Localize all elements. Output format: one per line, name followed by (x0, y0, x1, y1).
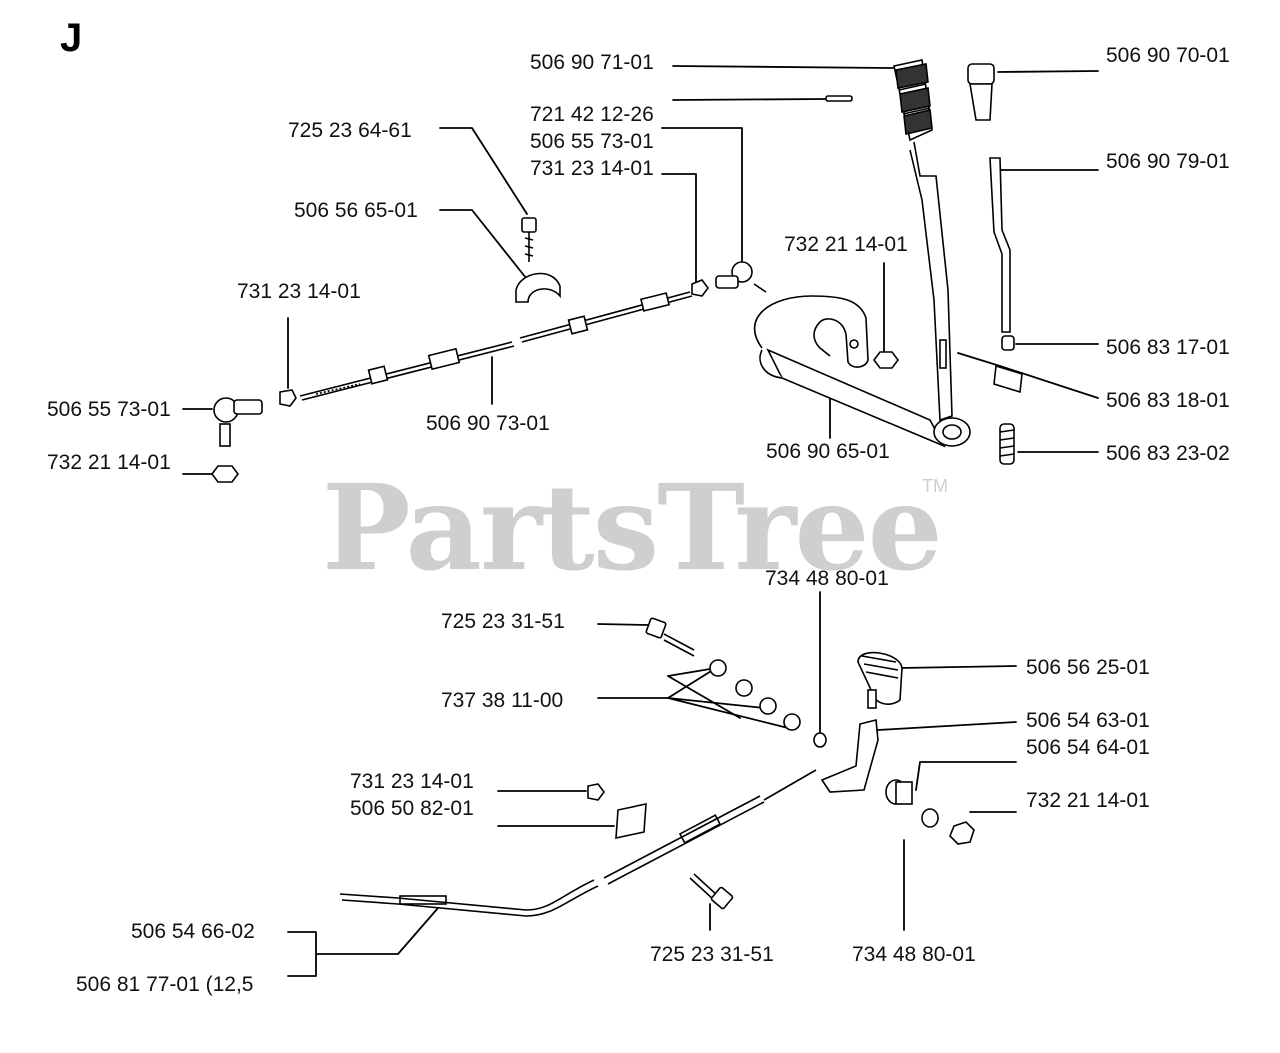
part-label-732211401-right[interactable]: 732 21 14-01 (1026, 789, 1150, 812)
part-label-506557301-top[interactable]: 506 55 73-01 (530, 130, 654, 153)
washer-734-top-part (813, 732, 827, 748)
ball-joint-top-part (715, 261, 767, 293)
bolt-top-part (645, 617, 695, 657)
leader-bracket (287, 931, 317, 977)
part-label-506557301-left[interactable]: 506 55 73-01 (47, 398, 171, 421)
watermark-text: PartsTree (322, 458, 943, 597)
leader-506907001 (997, 70, 1099, 73)
leader-506566501 (439, 209, 531, 284)
cable-upper-part (299, 291, 693, 401)
clip-part (1001, 335, 1015, 351)
part-label-734488001-top[interactable]: 734 48 80-01 (765, 567, 889, 590)
leader-725236461 (439, 127, 528, 215)
leader-725233151-top (597, 623, 649, 626)
part-label-506831701[interactable]: 506 83 17-01 (1106, 336, 1230, 359)
leader-506557301-top (661, 127, 743, 267)
part-label-725233151-bottom[interactable]: 725 23 31-51 (650, 943, 774, 966)
ball-joint-left-part (213, 397, 263, 447)
rod-right-part (989, 157, 1011, 333)
part-label-506907001[interactable]: 506 90 70-01 (1106, 44, 1230, 67)
part-label-731231401-top[interactable]: 731 23 14-01 (530, 157, 654, 180)
part-label-506817701[interactable]: 506 81 77-01 (12,5 (76, 973, 254, 996)
nut-cable-top-part (691, 279, 709, 297)
nut-left-bottom-part (211, 465, 239, 483)
leader-731231401-top (661, 173, 697, 285)
cable-lower-part (339, 769, 817, 917)
leader-506546301 (877, 721, 1017, 731)
part-label-506907101[interactable]: 506 90 71-01 (530, 51, 654, 74)
bolt-clamp-part (521, 217, 537, 262)
bolt-bottom-part (689, 873, 734, 910)
nut-lower-left-part (587, 783, 605, 801)
watermark-trademark: TM (922, 476, 948, 496)
lever-shaft-part (753, 295, 971, 448)
leader-506831801 (957, 352, 1099, 399)
knob-lower-part (857, 651, 903, 709)
part-label-506562501[interactable]: 506 56 25-01 (1026, 656, 1150, 679)
washer-3-part (759, 697, 777, 715)
part-label-506907301[interactable]: 506 90 73-01 (426, 412, 550, 435)
part-label-732211401-mid[interactable]: 732 21 14-01 (784, 233, 908, 256)
handle-grip-part (893, 59, 933, 142)
lever-rod-part (909, 141, 953, 422)
part-label-731231401-left[interactable]: 731 23 14-01 (237, 280, 361, 303)
part-label-506906501[interactable]: 506 90 65-01 (766, 440, 890, 463)
washer-2-part (735, 679, 753, 697)
part-label-725236461[interactable]: 725 23 64-61 (288, 119, 412, 142)
part-label-506546602[interactable]: 506 54 66-02 (131, 920, 255, 943)
part-label-734488001-bottom[interactable]: 734 48 80-01 (852, 943, 976, 966)
washer-1-part (709, 659, 727, 677)
leader-506907101 (672, 65, 894, 69)
leader-737381100-b (667, 675, 741, 719)
plate-part (993, 364, 1023, 394)
part-label-737381100[interactable]: 737 38 11-00 (441, 689, 564, 712)
knob-right-part (967, 63, 995, 121)
lever-slot-part (939, 339, 947, 369)
part-label-506907901[interactable]: 506 90 79-01 (1106, 150, 1230, 173)
nut-lower-right-part (949, 821, 975, 845)
part-label-731231401-bottom[interactable]: 731 23 14-01 (350, 770, 474, 793)
pin-part (825, 95, 853, 102)
part-label-506546301[interactable]: 506 54 63-01 (1026, 709, 1150, 732)
nut-mid-part (873, 351, 899, 369)
part-label-506832302[interactable]: 506 83 23-02 (1106, 442, 1230, 465)
part-label-506831801[interactable]: 506 83 18-01 (1106, 389, 1230, 412)
clamp-part (515, 272, 561, 303)
part-label-732211401-left[interactable]: 732 21 14-01 (47, 451, 171, 474)
spring-part (999, 423, 1015, 465)
washer-734-bottom-part (921, 808, 939, 828)
nut-left-part (279, 389, 297, 407)
leader-506546401 (915, 761, 1017, 791)
section-letter: J (60, 16, 83, 60)
part-label-721421226[interactable]: 721 42 12-26 (530, 103, 654, 126)
washer-4-part (783, 713, 801, 731)
part-label-506566501[interactable]: 506 56 65-01 (294, 199, 418, 222)
lever-bracket-part (820, 718, 879, 793)
leader-721421226 (672, 98, 826, 101)
part-label-506508201[interactable]: 506 50 82-01 (350, 797, 474, 820)
leader-506562501 (899, 665, 1017, 669)
leader-506546602 (315, 907, 439, 955)
part-label-506546401[interactable]: 506 54 64-01 (1026, 736, 1150, 759)
part-label-725233151-top[interactable]: 725 23 31-51 (441, 610, 565, 633)
clip-plate-part (615, 802, 647, 840)
bushing-part (885, 779, 913, 805)
